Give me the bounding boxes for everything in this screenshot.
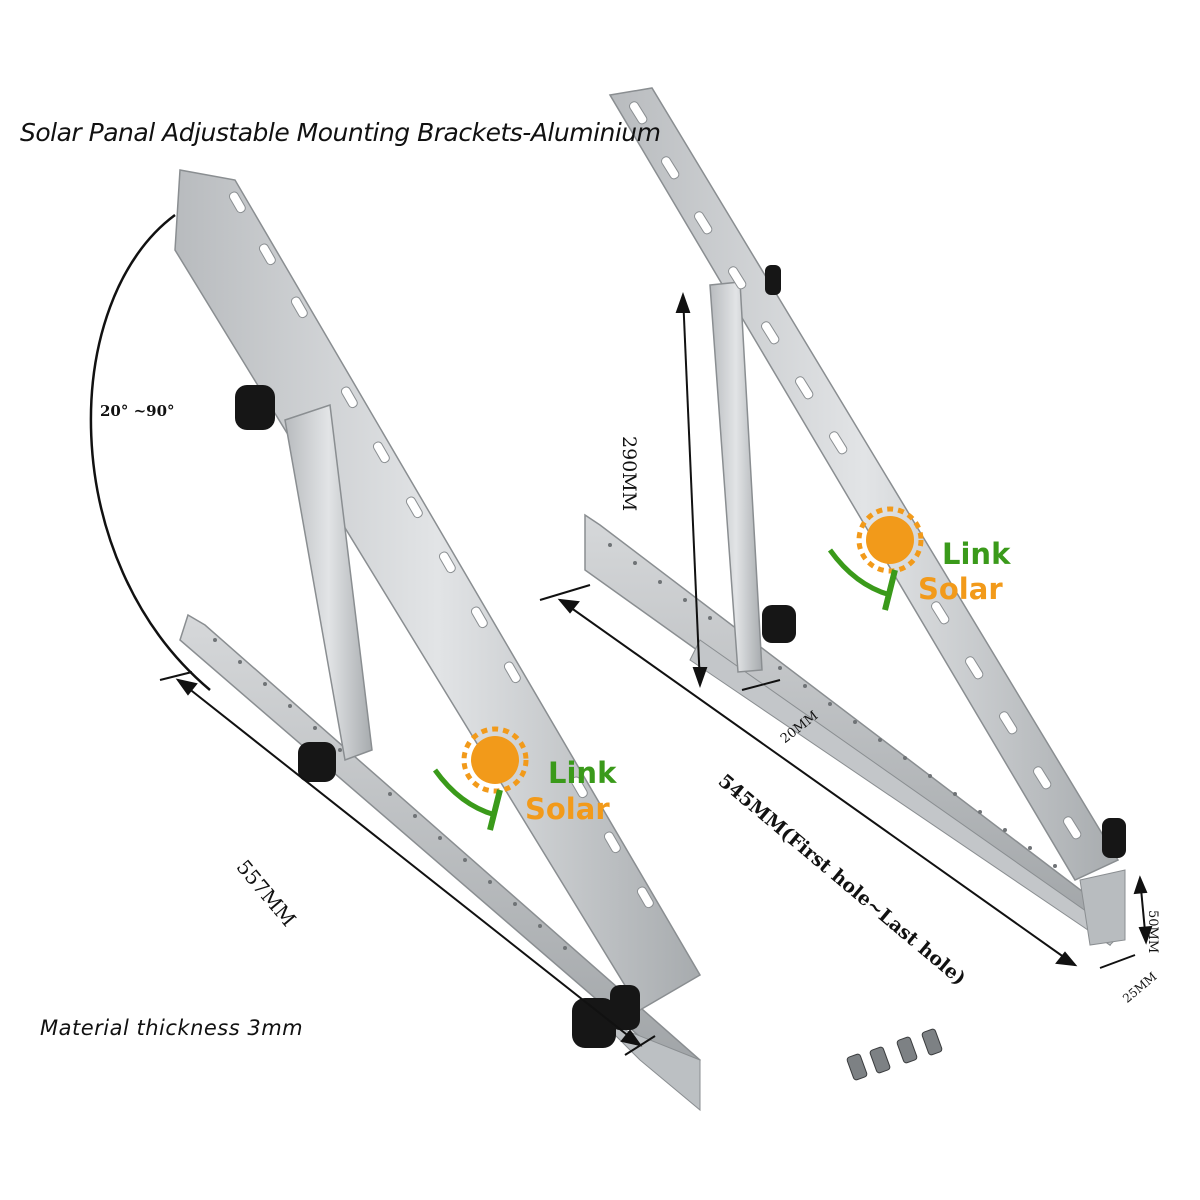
logo-word-link: Link <box>942 537 1011 571</box>
left-bracket <box>174 169 702 1112</box>
screws <box>846 1028 943 1081</box>
logo-word-solar: Solar <box>525 792 610 826</box>
dimension-height: 290MM <box>618 436 640 512</box>
right-arm-slots <box>629 101 1082 840</box>
left-base-holes <box>213 638 567 950</box>
right-support-leg <box>709 281 763 673</box>
left-knobs <box>235 385 640 1048</box>
left-support-leg <box>284 403 373 762</box>
left-arm-slots <box>228 191 654 909</box>
logo-word-link: Link <box>548 756 617 790</box>
angle-range-label: 20° ~90° <box>100 402 175 420</box>
logo-sun-icon <box>432 726 529 831</box>
image-title: Solar Panal Adjustable Mounting Brackets… <box>20 118 661 147</box>
angle-arc <box>89 213 211 691</box>
logo-sun-icon <box>827 506 924 611</box>
right-base-holes <box>608 543 1057 868</box>
logo-word-solar: Solar <box>918 572 1003 606</box>
left-main-arm <box>174 169 702 1012</box>
right-knobs <box>762 265 1126 858</box>
dimension-lines <box>159 291 1153 1056</box>
dimension-flange-height: 50MM <box>1145 910 1160 954</box>
material-note: Material thickness 3mm <box>40 1016 304 1040</box>
right-bracket <box>584 87 1126 947</box>
